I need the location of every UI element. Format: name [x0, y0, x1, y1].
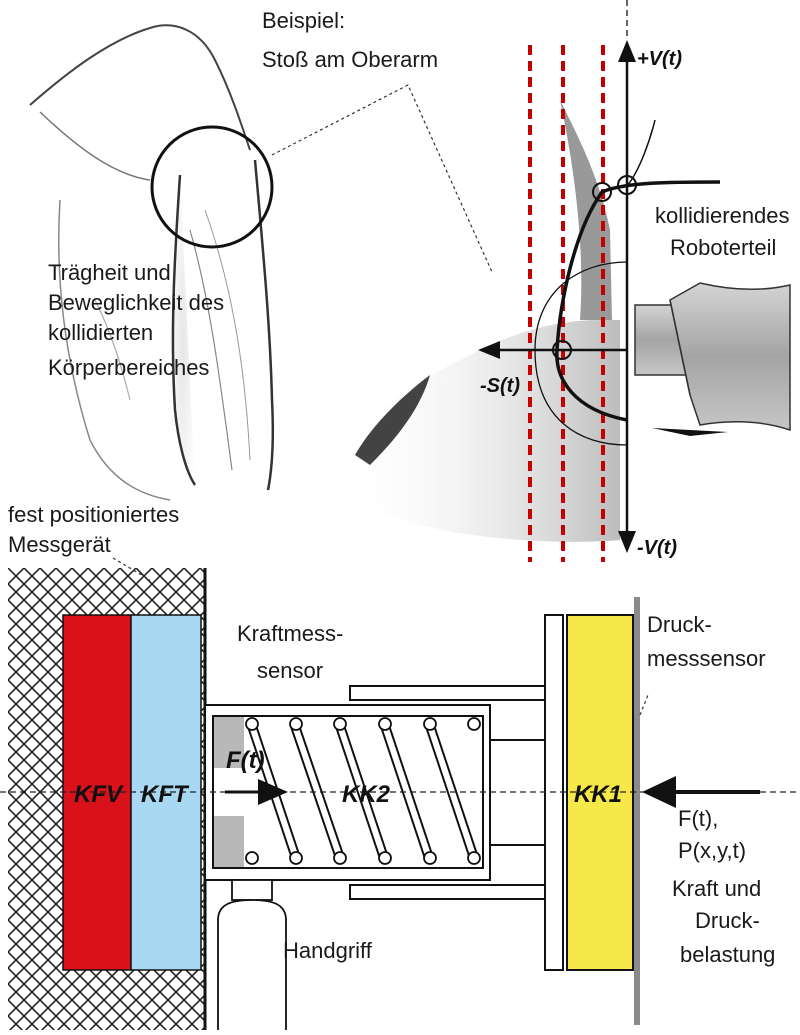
device-label-line-1: fest positioniertes — [8, 502, 179, 527]
body-label-line-2: Beweglichkeit des — [48, 290, 224, 315]
pressure-sensor-label-line-2: messsensor — [647, 646, 766, 671]
spring-label: KK2 — [342, 781, 391, 808]
load-label-line-2: Druck- — [695, 908, 760, 933]
axis-v-negative: -V(t) — [637, 537, 677, 559]
robot-label-line-2: Roboterteil — [670, 235, 776, 260]
torso-sketch — [29, 24, 275, 501]
axis-v-positive: +V(t) — [637, 48, 682, 70]
phase-curves — [534, 119, 721, 446]
block-kfv-label: KFV — [74, 781, 124, 808]
displacement-axis — [478, 341, 627, 359]
device-leader-line — [112, 557, 151, 581]
pressure-leader-line — [639, 694, 649, 716]
body-label-line-1: Trägheit und — [48, 260, 171, 285]
pressure-sensor-bar — [634, 597, 640, 1025]
external-load-arrow — [642, 776, 760, 808]
handle-label: Handgriff — [283, 938, 373, 963]
body-label-line-3: kollidierten — [48, 320, 153, 345]
example-subtitle: Stoß am Oberarm — [262, 47, 438, 72]
example-leader-line — [271, 84, 493, 273]
load-label-line-1: Kraft und — [672, 876, 761, 901]
load-label-line-3: belastung — [680, 942, 775, 967]
example-title: Beispiel: — [262, 8, 345, 33]
axis-s-negative: -S(t) — [480, 375, 520, 397]
internal-force-arrow — [225, 779, 288, 805]
body-label-line-4: Körperbereiches — [48, 355, 209, 380]
block-kft-label: KFT — [141, 781, 190, 808]
velocity-axis — [618, 40, 636, 553]
force-sensor-label-line-1: Kraftmess- — [237, 621, 343, 646]
robot-label-line-1: kollidierendes — [655, 203, 790, 228]
sleeve-inner-lines — [490, 739, 545, 846]
block-kk1-label: KK1 — [574, 781, 622, 808]
force-sensor-label-line-2: sensor — [257, 658, 323, 683]
load-formula-line-1: F(t), — [678, 806, 718, 831]
impact-circle — [150, 125, 274, 249]
device-label-line-2: Messgerät — [8, 532, 111, 557]
pressure-sensor-label-line-1: Druck- — [647, 612, 712, 637]
arm-section-shading — [340, 100, 620, 542]
load-formula-line-2: P(x,y,t) — [678, 838, 746, 863]
handle — [217, 879, 287, 1030]
robot-part — [634, 282, 791, 436]
force-symbol: F(t) — [226, 747, 265, 774]
